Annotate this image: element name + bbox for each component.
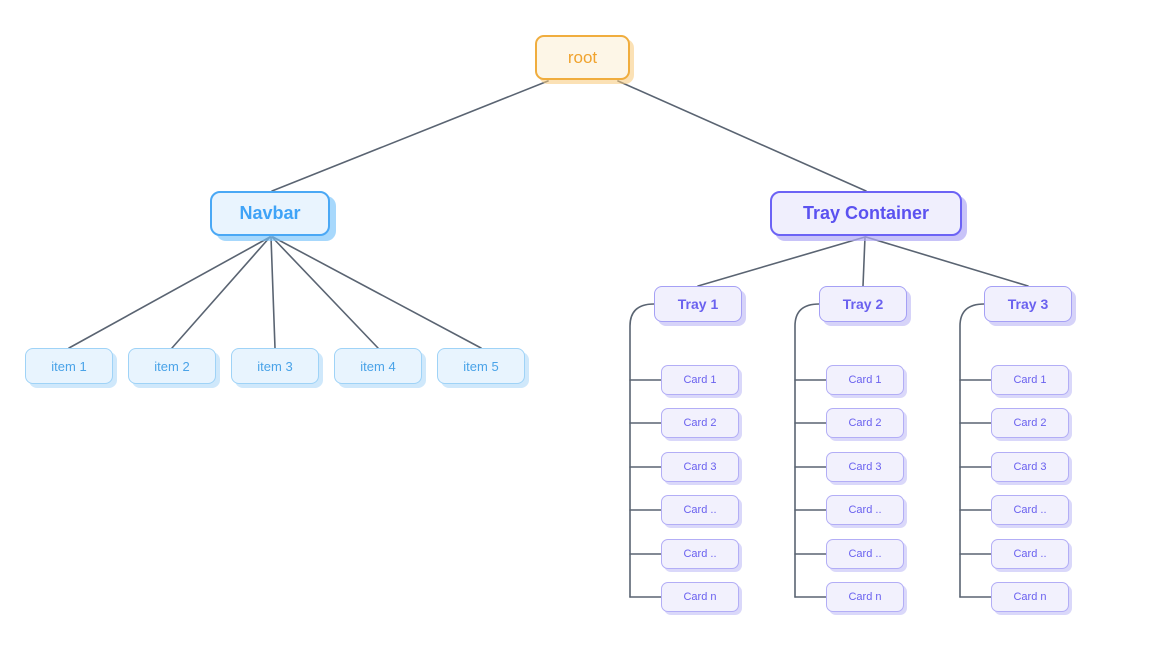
node-item-4-label: item 4 — [360, 358, 396, 374]
node-root[interactable]: root — [535, 35, 630, 80]
node-navbar[interactable]: Navbar — [210, 191, 330, 236]
edge-traycontainer-tray-2 — [862, 236, 866, 287]
node-tray-1-card-3-label: Card 3 — [683, 461, 717, 473]
node-tray-3[interactable]: Tray 3 — [984, 286, 1072, 322]
node-item-3[interactable]: item 3 — [231, 348, 319, 384]
edge-root-navbar — [271, 80, 549, 192]
node-tray-1-card-1-label: Card 1 — [683, 374, 717, 386]
node-tray-3-label: Tray 3 — [1007, 296, 1049, 312]
edge-root-traycontainer — [617, 80, 867, 192]
node-tray-1-card-6-label: Card n — [683, 591, 717, 603]
node-tray-3-card-4[interactable]: Card .. — [991, 495, 1069, 525]
edge-traycontainer-tray-1 — [697, 236, 866, 287]
node-tray-2-card-4-label: Card .. — [848, 504, 882, 516]
node-tray-2-card-2-label: Card 2 — [848, 417, 882, 429]
node-tray-1-card-6[interactable]: Card n — [661, 582, 739, 612]
node-tray-3-card-4-label: Card .. — [1013, 504, 1047, 516]
node-tray-container[interactable]: Tray Container — [770, 191, 962, 236]
node-tray-2-card-2[interactable]: Card 2 — [826, 408, 904, 438]
edge-navbar-item-2 — [171, 236, 271, 349]
node-tray-container-label: Tray Container — [802, 203, 930, 223]
node-item-5-label: item 5 — [463, 358, 499, 374]
node-item-5[interactable]: item 5 — [437, 348, 525, 384]
node-item-1-label: item 1 — [51, 358, 87, 374]
node-tray-1-label: Tray 1 — [677, 296, 719, 312]
node-item-4[interactable]: item 4 — [334, 348, 422, 384]
node-tray-2[interactable]: Tray 2 — [819, 286, 907, 322]
node-tray-1-card-5-label: Card .. — [683, 548, 717, 560]
edge-navbar-item-4 — [271, 236, 379, 349]
node-item-3-label: item 3 — [257, 358, 293, 374]
edge-tray-3-trunk — [959, 303, 985, 598]
node-tray-1-card-2-label: Card 2 — [683, 417, 717, 429]
node-tray-3-card-6-label: Card n — [1013, 591, 1047, 603]
edge-traycontainer-tray-3 — [865, 236, 1029, 287]
node-tray-3-card-2[interactable]: Card 2 — [991, 408, 1069, 438]
edge-tray-2-trunk — [794, 303, 820, 598]
node-tray-2-card-4[interactable]: Card .. — [826, 495, 904, 525]
node-tray-3-card-1[interactable]: Card 1 — [991, 365, 1069, 395]
node-tray-3-card-3-label: Card 3 — [1013, 461, 1047, 473]
node-tray-2-card-5[interactable]: Card .. — [826, 539, 904, 569]
node-tray-2-card-5-label: Card .. — [848, 548, 882, 560]
node-tray-1-card-2[interactable]: Card 2 — [661, 408, 739, 438]
node-tray-2-card-6-label: Card n — [848, 591, 882, 603]
node-tray-1[interactable]: Tray 1 — [654, 286, 742, 322]
node-item-2-label: item 2 — [154, 358, 190, 374]
node-tray-2-card-6[interactable]: Card n — [826, 582, 904, 612]
edge-navbar-item-1 — [68, 236, 271, 349]
edge-navbar-item-5 — [272, 236, 482, 349]
node-tray-2-card-3-label: Card 3 — [848, 461, 882, 473]
node-tray-1-card-3[interactable]: Card 3 — [661, 452, 739, 482]
node-tray-1-card-1[interactable]: Card 1 — [661, 365, 739, 395]
node-tray-3-card-1-label: Card 1 — [1013, 374, 1047, 386]
node-tray-2-card-3[interactable]: Card 3 — [826, 452, 904, 482]
node-tray-2-label: Tray 2 — [842, 296, 884, 312]
node-tray-1-card-4[interactable]: Card .. — [661, 495, 739, 525]
node-tray-1-card-5[interactable]: Card .. — [661, 539, 739, 569]
edge-tray-1-trunk — [629, 303, 655, 598]
node-item-2[interactable]: item 2 — [128, 348, 216, 384]
node-tray-3-card-5-label: Card .. — [1013, 548, 1047, 560]
node-tray-1-card-4-label: Card .. — [683, 504, 717, 516]
node-tray-2-card-1-label: Card 1 — [848, 374, 882, 386]
node-root-label: root — [567, 47, 598, 67]
node-tray-3-card-6[interactable]: Card n — [991, 582, 1069, 612]
node-tray-3-card-3[interactable]: Card 3 — [991, 452, 1069, 482]
node-item-1[interactable]: item 1 — [25, 348, 113, 384]
node-navbar-label: Navbar — [239, 203, 301, 223]
edge-navbar-item-3 — [270, 236, 276, 349]
node-tray-3-card-2-label: Card 2 — [1013, 417, 1047, 429]
node-tray-2-card-1[interactable]: Card 1 — [826, 365, 904, 395]
node-tray-3-card-5[interactable]: Card .. — [991, 539, 1069, 569]
